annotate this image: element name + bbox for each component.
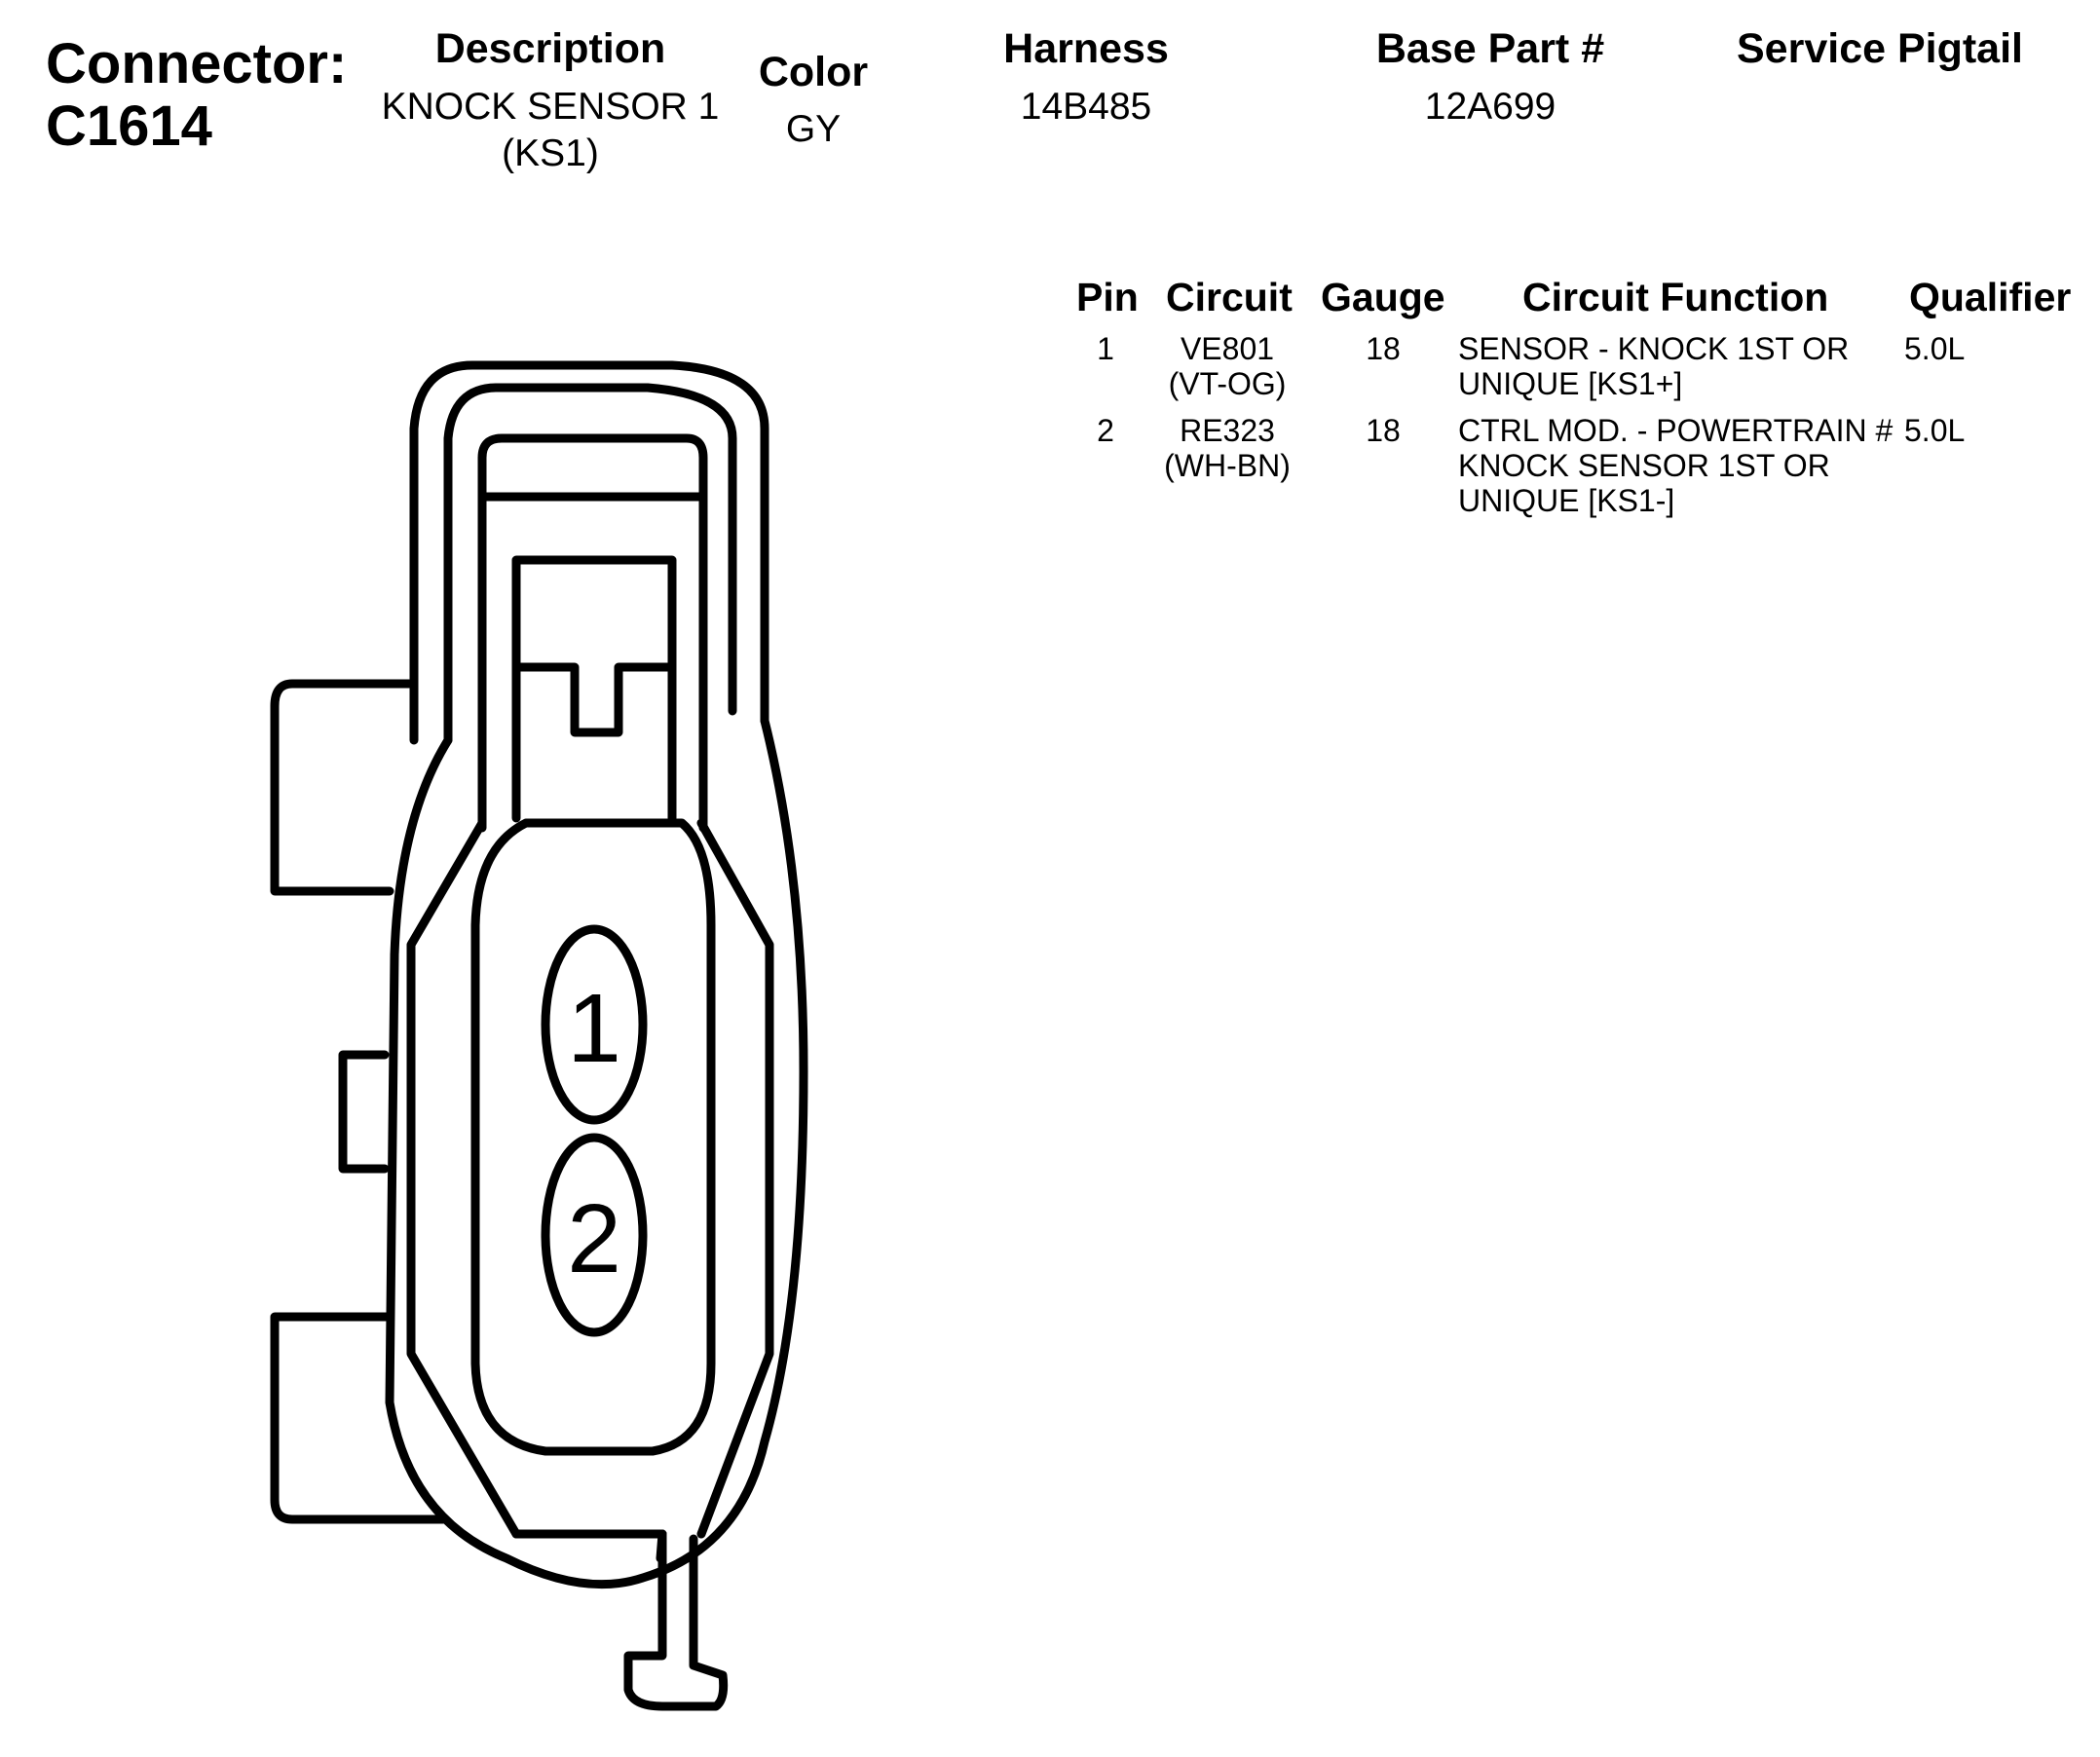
pin-1-circle (541, 924, 648, 1125)
color-header: Color (758, 49, 869, 95)
lower-side-tab (270, 1312, 448, 1524)
middle-side-tab (338, 1050, 390, 1174)
column-header-gauge: Gauge (1321, 275, 1445, 319)
lock-block-outer (477, 433, 708, 833)
column-header-pin: Pin (1076, 275, 1139, 319)
pin-2-label: 2 (567, 1184, 621, 1293)
function-line: CTRL MOD. - POWERTRAIN # (1458, 413, 1894, 448)
description-line-1: KNOCK SENSOR 1 (381, 86, 720, 128)
cell-gauge: 18 (1366, 331, 1401, 366)
circuit-color: (WH-BN) (1164, 448, 1291, 483)
cell-qualifier: 5.0L (1904, 413, 1966, 448)
cell-pin: 2 (1097, 413, 1114, 448)
function-line: SENSOR - KNOCK 1ST OR (1458, 331, 1850, 366)
service-pigtail-header: Service Pigtail (1737, 25, 2023, 72)
upper-side-tab (270, 679, 414, 896)
column-header-qualifier: Qualifier (1909, 275, 2072, 319)
cell-circuit-function: CTRL MOD. - POWERTRAIN # KNOCK SENSOR 1S… (1458, 413, 1893, 518)
column-header-circuit-function: Circuit Function (1522, 275, 1829, 319)
function-line: UNIQUE [KS1-] (1458, 483, 1675, 518)
column-header-circuit: Circuit (1166, 275, 1293, 319)
bottom-stem (623, 1529, 729, 1711)
cell-qualifier: 5.0L (1904, 331, 1966, 366)
cell-circuit-function: SENSOR - KNOCK 1ST OR UNIQUE [KS1+] (1458, 331, 1849, 401)
harness-header: Harness (1003, 25, 1169, 72)
pin-cavity (470, 818, 716, 1456)
circuit-code: VE801 (1180, 331, 1275, 366)
base-part-header: Base Part # (1375, 25, 1605, 72)
cell-pin: 1 (1097, 331, 1114, 366)
pin-2-circle (541, 1133, 648, 1337)
description-line-2: (KS1) (502, 132, 599, 174)
description-header: Description (434, 25, 666, 72)
pin-1-label: 1 (567, 974, 621, 1083)
outer-latch-loop (409, 360, 769, 745)
connector-label: Connector: (46, 32, 348, 95)
connector-title: Connector: C1614 (46, 33, 347, 158)
lock-block-inner (511, 555, 677, 823)
cell-gauge: 18 (1366, 413, 1401, 448)
function-line: UNIQUE [KS1+] (1458, 366, 1683, 401)
connector-id: C1614 (46, 94, 212, 158)
inner-latch-loop (443, 383, 737, 745)
color-value: GY (785, 108, 842, 150)
base-part-value: 12A699 (1424, 86, 1556, 128)
circuit-code: RE323 (1180, 413, 1275, 448)
function-line: KNOCK SENSOR 1ST OR (1458, 448, 1830, 483)
lock-notch (511, 662, 677, 737)
cell-circuit: RE323 (WH-BN) (1149, 413, 1305, 483)
circuit-color: (VT-OG) (1168, 366, 1287, 401)
cell-circuit: VE801 (VT-OG) (1149, 331, 1305, 401)
harness-value: 14B485 (1020, 86, 1152, 128)
